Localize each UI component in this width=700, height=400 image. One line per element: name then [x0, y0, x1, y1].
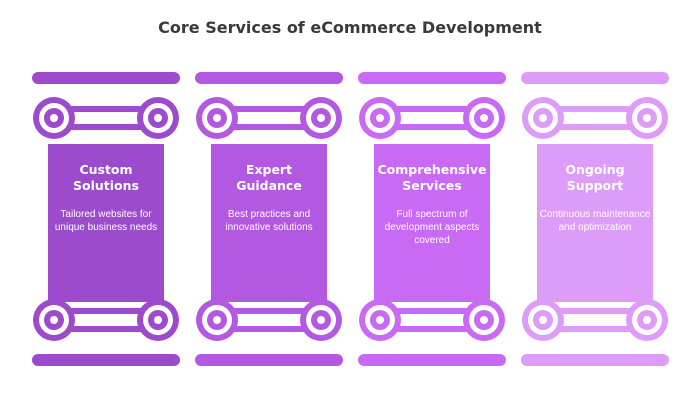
volute-center	[480, 316, 488, 324]
bottom-slab	[32, 354, 180, 366]
volute-center	[213, 316, 221, 324]
volute-center	[376, 316, 384, 324]
pillar-heading: Ongoing Support	[565, 162, 625, 193]
capital-bar-top	[66, 106, 146, 112]
pillar-description: Full spectrum of development aspects cov…	[384, 209, 480, 246]
column-shaft	[211, 144, 327, 302]
pillar-heading: Custom Solutions	[73, 162, 139, 193]
column-graphic	[195, 72, 343, 366]
capital-bar-top	[555, 124, 635, 130]
volute-center	[50, 316, 58, 324]
bottom-slab	[521, 354, 669, 366]
capital-bar-bottom	[392, 326, 472, 332]
capital-bar-top	[555, 106, 635, 112]
volute-center	[376, 114, 384, 122]
top-slab	[358, 72, 506, 84]
bottom-slab	[195, 354, 343, 366]
pillar-description: Continuous maintenance and optimization	[539, 209, 651, 233]
capital-bar-bottom	[229, 326, 309, 332]
column-shaft	[537, 144, 653, 302]
capital-bar-top	[66, 124, 146, 130]
diagram-title: Core Services of eCommerce Development	[158, 18, 542, 37]
volute-center	[480, 114, 488, 122]
pillar-heading: Comprehensive Services	[377, 162, 487, 193]
capital-bar-bottom	[392, 308, 472, 314]
volute-center	[154, 114, 162, 122]
column-graphic	[32, 72, 180, 366]
pillar-description: Best practices and innovative solutions	[225, 209, 313, 233]
volute-center	[643, 114, 651, 122]
capital-bar-bottom	[555, 326, 635, 332]
volute-center	[50, 114, 58, 122]
volute-center	[539, 316, 547, 324]
pillar-description: Tailored websites for unique business ne…	[54, 209, 158, 233]
capital-bar-bottom	[66, 326, 146, 332]
capital-bar-bottom	[229, 308, 309, 314]
capital-bar-bottom	[555, 308, 635, 314]
capital-bar-top	[392, 106, 472, 112]
top-slab	[195, 72, 343, 84]
column-shaft	[374, 144, 490, 302]
capital-bar-top	[229, 106, 309, 112]
pillar-heading: Expert Guidance	[236, 162, 302, 193]
capital-bar-bottom	[66, 308, 146, 314]
bottom-slab	[358, 354, 506, 366]
volute-center	[643, 316, 651, 324]
volute-center	[213, 114, 221, 122]
volute-center	[539, 114, 547, 122]
column-graphic	[521, 72, 669, 366]
column-shaft	[48, 144, 164, 302]
volute-center	[154, 316, 162, 324]
column-graphic	[358, 72, 506, 366]
volute-center	[317, 316, 325, 324]
top-slab	[32, 72, 180, 84]
volute-center	[317, 114, 325, 122]
capital-bar-top	[229, 124, 309, 130]
capital-bar-top	[392, 124, 472, 130]
top-slab	[521, 72, 669, 84]
